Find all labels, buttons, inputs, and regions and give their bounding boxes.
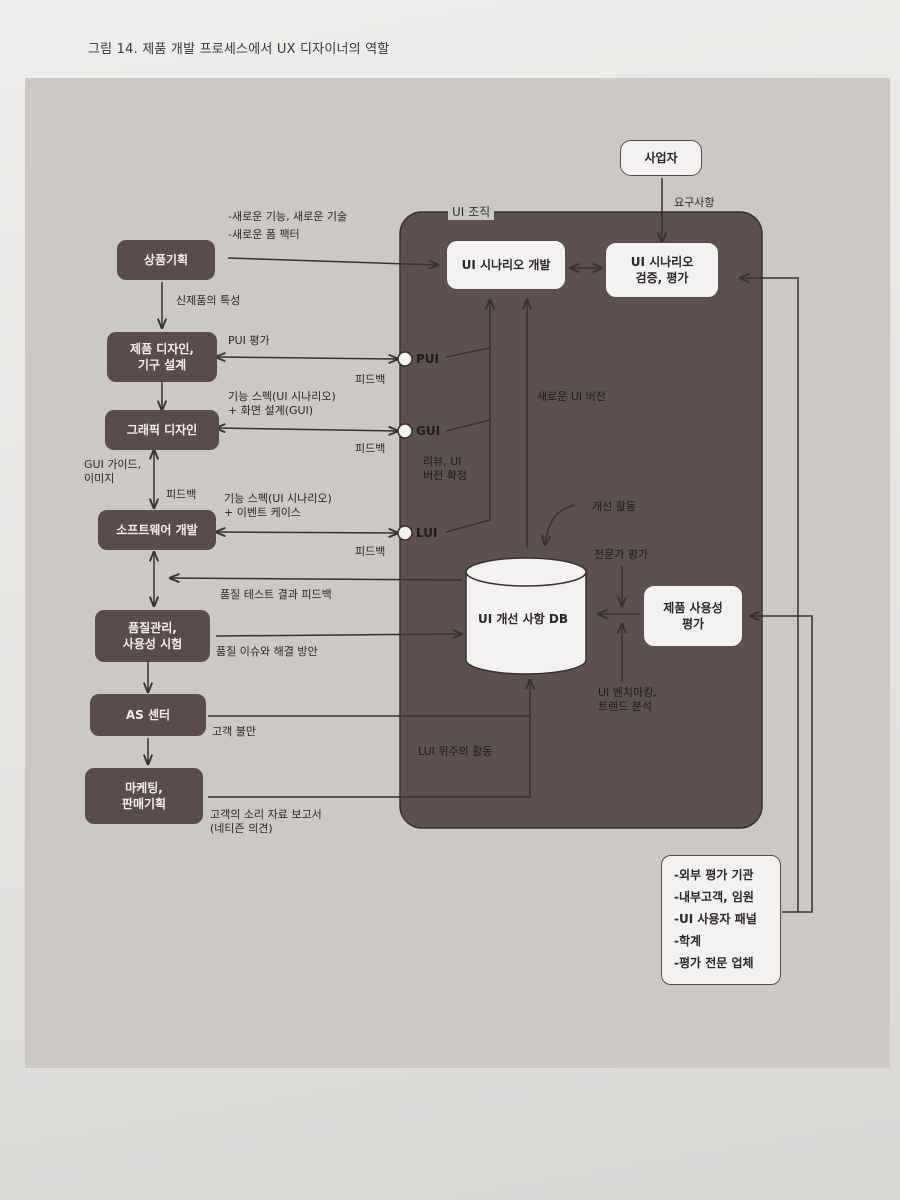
- arrow-pui: [216, 357, 398, 359]
- arrow-quality-db: [215, 634, 462, 636]
- box-product-planning: 상품기획: [117, 240, 215, 280]
- arrow-lui: [216, 532, 398, 533]
- port-gui-circle: [397, 423, 413, 439]
- label-feedback-lui: 피드백: [355, 545, 386, 558]
- ui-org-container: [399, 211, 763, 829]
- external-evaluators-box: -외부 평가 기관 -내부고객, 임원 -UI 사용자 패널 -학계 -평가 전…: [661, 855, 781, 985]
- path-external-usability: [750, 616, 813, 913]
- external-item: -평가 전문 업체: [674, 956, 754, 970]
- label-expert-eval: 전문가 평가: [594, 548, 649, 561]
- box-software-dev: 소프트웨어 개발: [98, 510, 216, 550]
- box-operator: 사업자: [620, 140, 702, 176]
- label-benchmarking: UI 벤치마킹, 트렌드 분석: [598, 686, 657, 713]
- external-item: -UI 사용자 패널: [674, 912, 757, 926]
- label-gui-guide: GUI 가이드, 이미지: [84, 458, 142, 485]
- arrow-improvement: [545, 504, 576, 545]
- arrow-quality-feedback: [170, 578, 463, 580]
- label-requirements: 요구사항: [674, 196, 715, 209]
- box-graphic-design: 그래픽 디자인: [105, 410, 219, 450]
- box-as-center: AS 센터: [90, 694, 206, 736]
- label-complaints: 고객 불만: [212, 725, 256, 738]
- label-new-product-traits: 신제품의 특성: [176, 294, 241, 307]
- path-marketing-db: [208, 716, 531, 798]
- label-feedback-side: 피드백: [166, 488, 197, 501]
- port-pui-circle: [397, 351, 413, 367]
- path-external-verify: [740, 278, 799, 912]
- box-scenario-dev: UI 시나리오 개발: [446, 240, 566, 290]
- label-new-version: 새로운 UI 버전: [537, 390, 606, 403]
- port-pui-label: PUI: [416, 352, 440, 366]
- label-feedback-pui: 피드백: [355, 373, 386, 386]
- label-pui-eval: PUI 평가: [228, 334, 270, 347]
- label-voc-report: 고객의 소리 자료 보고서 (네티즌 의견): [210, 808, 322, 835]
- label-quality-feedback: 품질 테스트 결과 피드백: [220, 588, 332, 601]
- box-usability-eval: 제품 사용성 평가: [643, 585, 743, 647]
- figure-caption: 그림 14. 제품 개발 프로세스에서 UX 디자이너의 역할: [88, 42, 390, 57]
- box-marketing: 마케팅, 판매기획: [85, 768, 203, 824]
- box-scenario-verify: UI 시나리오 검증, 평가: [605, 242, 719, 298]
- port-lui-circle: [397, 525, 413, 541]
- port-lui-label: LUI: [416, 526, 438, 540]
- port-gui-label: GUI: [416, 424, 441, 438]
- label-improvement: 개선 활동: [592, 500, 636, 513]
- label-quality-issues: 품질 이슈와 해결 방안: [216, 645, 318, 658]
- box-quality: 품질관리, 사용성 시험: [95, 610, 210, 662]
- label-gui-spec: 기능 스펙(UI 시나리오) + 화면 설계(GUI): [228, 390, 336, 417]
- db-label: UI 개선 사항 DB: [478, 612, 569, 626]
- box-product-design: 제품 디자인, 기구 설계: [107, 332, 217, 382]
- external-item: -내부고객, 임원: [674, 890, 754, 904]
- arrow-planning-scenario: [227, 257, 438, 265]
- label-lui-spec: 기능 스펙(UI 시나리오) + 이벤트 케이스: [224, 492, 332, 519]
- label-new-features: -새로운 기능, 새로운 기술 -새로운 폼 팩터: [228, 210, 348, 241]
- external-item: -외부 평가 기관: [674, 868, 754, 882]
- label-lui-activity: LUI 위주의 활동: [418, 745, 493, 758]
- label-review: 리뷰, UI 버전 확정: [423, 455, 467, 482]
- ui-org-title: UI 조직: [448, 203, 495, 220]
- external-item: -학계: [674, 934, 702, 948]
- label-feedback-gui: 피드백: [355, 442, 386, 455]
- db-cylinder: [465, 557, 587, 675]
- arrow-gui: [216, 428, 398, 431]
